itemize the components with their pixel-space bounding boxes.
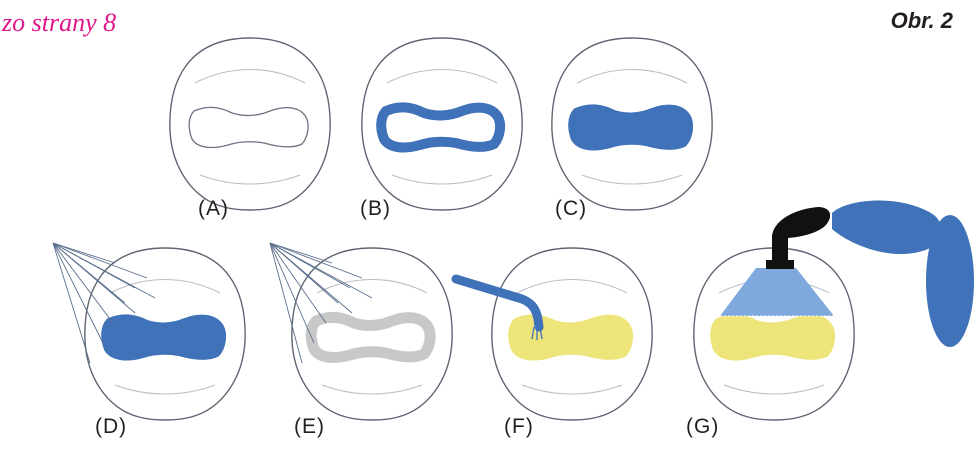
panel-g: (G)	[686, 201, 974, 439]
panel-f: (F)	[456, 248, 652, 438]
panel-label-b: (B)	[360, 197, 391, 220]
panel-a: (A)	[170, 38, 330, 220]
panel-label-e: (E)	[294, 415, 325, 438]
panel-c: (C)	[552, 38, 712, 220]
gray-ring	[311, 317, 430, 357]
panel-b: (B)	[360, 38, 522, 220]
panel-label-c: (C)	[555, 197, 587, 220]
panel-label-d: (D)	[95, 415, 127, 438]
curing-light-collar	[766, 260, 794, 269]
panel-label-a: (A)	[198, 197, 229, 220]
panel-e: (E)	[270, 243, 452, 438]
panel-d: (D)	[53, 243, 245, 438]
blue-fill	[571, 107, 690, 147]
blue-ring-liner	[381, 107, 500, 147]
blue-fill	[104, 317, 223, 357]
curing-light-handle	[926, 215, 974, 347]
panel-label-f: (F)	[504, 415, 534, 438]
panel-label-g: (G)	[686, 415, 719, 438]
curing-light-body	[832, 201, 941, 255]
yellow-fill	[713, 317, 832, 357]
yellow-fill	[511, 317, 630, 357]
